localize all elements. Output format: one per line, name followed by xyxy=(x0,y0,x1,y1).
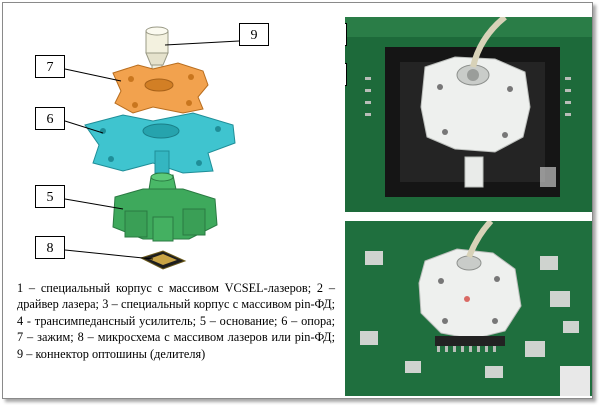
transmitter-photo-drawing xyxy=(345,17,592,212)
exploded-assembly-drawing xyxy=(64,26,240,270)
photo-transmitter-module: 1 2 xyxy=(345,17,592,212)
callout-6: 6 xyxy=(35,107,65,130)
callout-1: 1 xyxy=(345,23,347,46)
part-5-base xyxy=(112,172,218,242)
leader-5 xyxy=(64,198,124,210)
figure-caption: 1 – специальный корпус с массивом VCSEL-… xyxy=(17,281,335,361)
callout-5: 5 xyxy=(35,185,65,208)
figure-frame: 9 7 6 5 8 1 – специальный корпус с масси… xyxy=(2,2,593,399)
photo-receiver-module: 3 4 xyxy=(345,221,592,396)
callout-9: 9 xyxy=(239,23,269,46)
part-8-chip xyxy=(139,250,187,270)
part-6-support xyxy=(84,112,236,174)
callout-2: 2 xyxy=(345,63,347,86)
leader-8 xyxy=(64,249,154,260)
leader-7 xyxy=(64,68,122,82)
leader-6 xyxy=(64,120,104,134)
callout-8: 8 xyxy=(35,236,65,259)
callout-7: 7 xyxy=(35,55,65,78)
receiver-photo-drawing xyxy=(345,221,592,396)
part-7-clamp xyxy=(112,62,209,114)
leader-9 xyxy=(164,40,240,46)
